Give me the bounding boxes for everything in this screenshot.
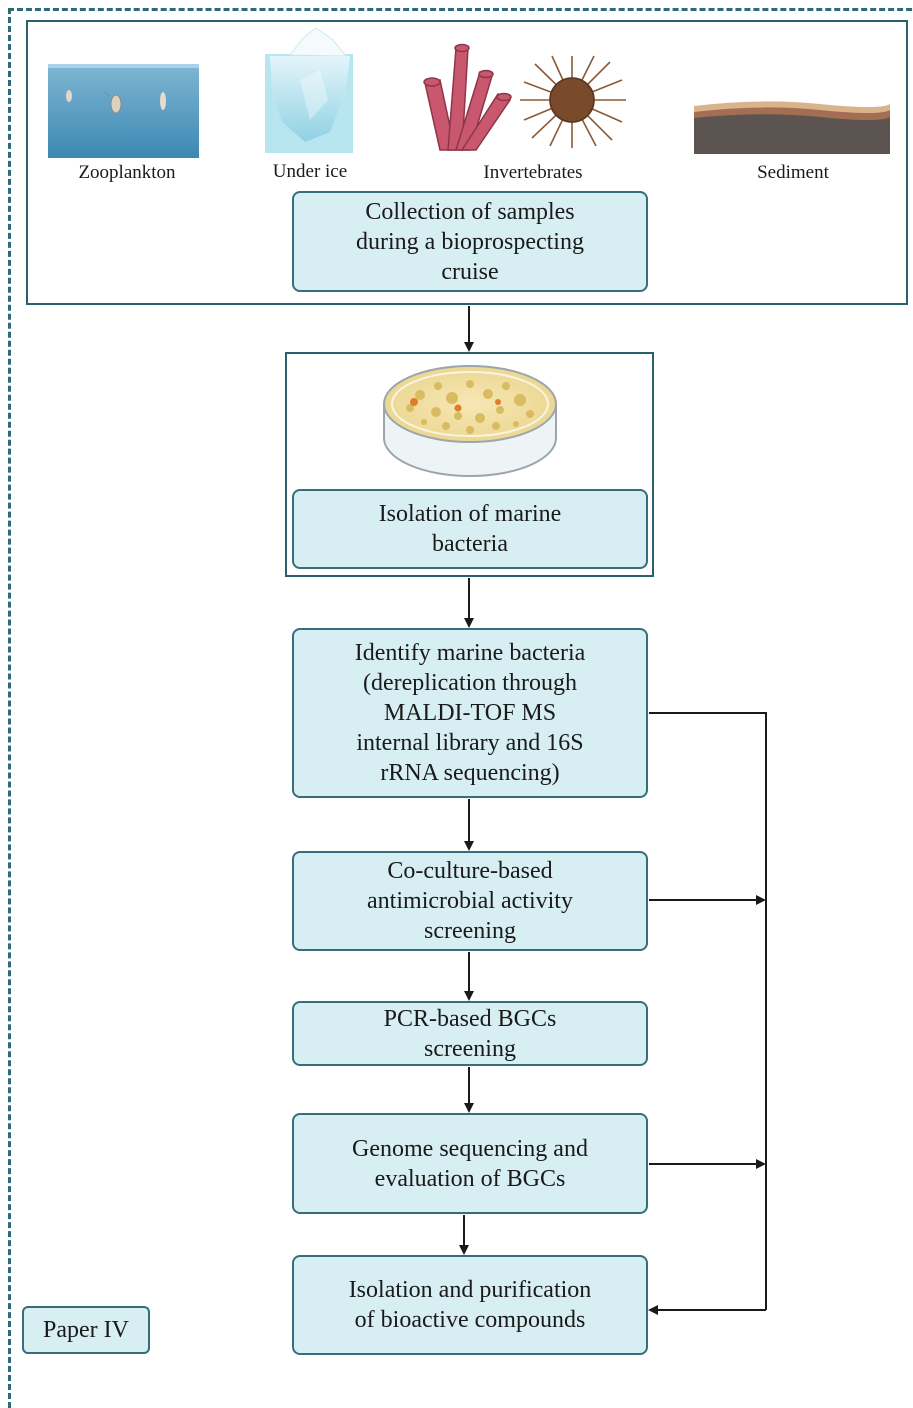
- source-label-invertebrates: Invertebrates: [483, 162, 583, 183]
- iceberg-icon: [265, 27, 353, 153]
- step-collection: Collection of samples during a bioprospe…: [292, 191, 648, 292]
- sponge-icon: [423, 43, 512, 151]
- petri-dish-icon: [383, 365, 557, 477]
- illustrations-layer: [48, 27, 890, 477]
- step-purification: Isolation and purification of bioactive …: [292, 1255, 648, 1355]
- paper-frame: [8, 8, 913, 1408]
- step-pcr: PCR-based BGCs screening: [292, 1001, 648, 1066]
- source-label-zooplankton: Zooplankton: [78, 162, 176, 183]
- side-line-identify: [649, 712, 767, 1310]
- zooplankton-water-icon: [48, 64, 199, 158]
- step-coculture: Co-culture-based antimicrobial activity …: [292, 851, 648, 951]
- step-identify: Identify marine bacteria (dereplication …: [292, 628, 648, 798]
- paper-label: Paper IV: [22, 1306, 150, 1354]
- sediment-layers-icon: [694, 101, 890, 154]
- arrows-layer: [459, 306, 767, 1315]
- source-label-sediment: Sediment: [757, 162, 829, 183]
- source-label-under-ice: Under ice: [272, 161, 348, 182]
- isolation-group: [285, 352, 654, 577]
- step-isolation: Isolation of marine bacteria: [292, 489, 648, 569]
- step-genome: Genome sequencing and evaluation of BGCs: [292, 1113, 648, 1214]
- sea-urchin-icon: [520, 55, 626, 148]
